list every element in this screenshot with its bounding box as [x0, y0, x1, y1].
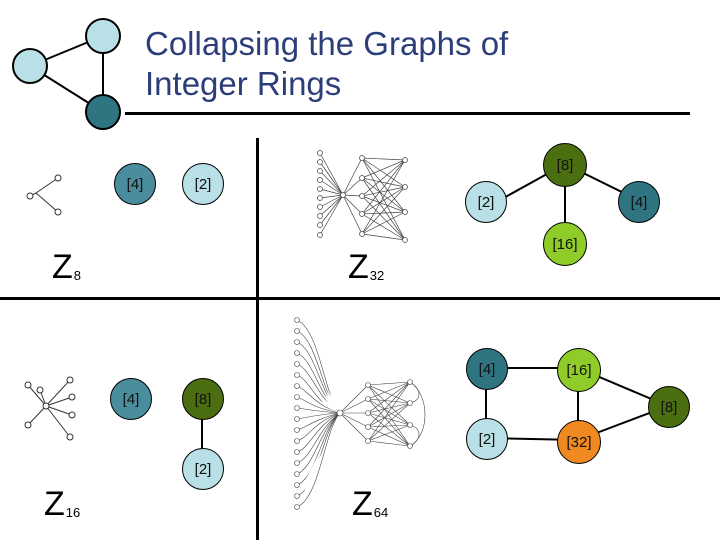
z32-ring-label: Z32: [348, 248, 384, 287]
title-underline: [125, 112, 690, 115]
z16-node-4: [4]: [110, 378, 152, 420]
z32-node-4: [4]: [618, 181, 660, 223]
z64-node-16: [16]: [557, 348, 601, 392]
z64-dense-graph: [294, 317, 426, 510]
slide-title: Collapsing the Graphs of Integer Rings: [145, 24, 508, 104]
z32-ring-symbol: Z: [348, 248, 369, 286]
title-line-1: Collapsing the Graphs of: [145, 25, 509, 62]
z8-node-4: [4]: [114, 163, 156, 205]
vertical-divider: [256, 138, 259, 540]
z32-ring-subscript: 32: [369, 268, 385, 283]
collapsed-edges: [201, 163, 669, 467]
z16-ring-subscript: 16: [65, 505, 81, 520]
z32-dense-graph: [317, 150, 408, 243]
z32-node-16: [16]: [543, 222, 587, 266]
z64-node-8: [8]: [648, 386, 690, 428]
z32-node-2: [2]: [465, 181, 507, 223]
logo-graph: [12, 18, 121, 130]
z32-node-8: [8]: [543, 143, 587, 187]
z64-node-2: [2]: [466, 418, 508, 460]
z8-small-graph: [26, 174, 62, 216]
z8-ring-label: Z8: [52, 248, 81, 287]
z8-ring-symbol: Z: [52, 248, 73, 286]
z8-node-2: [2]: [182, 163, 224, 205]
z16-ring-symbol: Z: [44, 485, 65, 523]
z16-small-graph: [24, 376, 76, 441]
z8-ring-subscript: 8: [73, 268, 82, 283]
z64-node-4: [4]: [466, 348, 508, 390]
z64-node-32: [32]: [557, 420, 601, 464]
z64-ring-label: Z64: [352, 485, 388, 524]
z16-ring-label: Z16: [44, 485, 80, 524]
title-line-2: Integer Rings: [145, 65, 342, 102]
horizontal-divider: [0, 297, 720, 300]
z16-node-8: [8]: [182, 378, 224, 420]
z16-node-2: [2]: [182, 448, 224, 490]
z64-ring-symbol: Z: [352, 485, 373, 523]
z64-ring-subscript: 64: [373, 505, 389, 520]
